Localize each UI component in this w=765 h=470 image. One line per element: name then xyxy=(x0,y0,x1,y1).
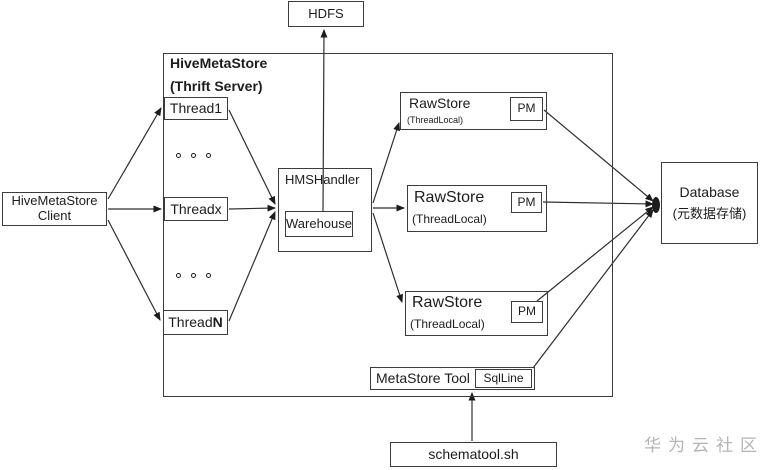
client-label: HiveMetaStore Client xyxy=(11,193,98,224)
rawstore2-node xyxy=(407,185,547,232)
ellipsis-dots-icon xyxy=(176,273,211,278)
hmshandler-label: HMSHandler xyxy=(285,172,360,187)
arrow-sqlline-to-database xyxy=(532,209,654,369)
sqlline-label: SqlLine xyxy=(483,370,524,385)
rawstore1-node xyxy=(400,92,547,130)
threadn-node: ThreadN xyxy=(163,310,228,335)
rawstore3-node xyxy=(405,291,548,336)
client-label-line2: Client xyxy=(37,208,72,223)
pm-label: PM xyxy=(517,194,536,209)
ellipsis-dots-icon xyxy=(176,153,211,158)
server-box-title-line2: (Thrift Server) xyxy=(170,78,263,94)
rawstore3-sublabel: (ThreadLocal) xyxy=(410,317,485,331)
warehouse-label: Warehouse xyxy=(286,215,352,231)
rawstore2-sublabel: (ThreadLocal) xyxy=(412,212,487,226)
thread1-node: Thread1 xyxy=(164,97,228,120)
rawstore1-title: RawStore xyxy=(409,95,471,111)
database-title: Database xyxy=(679,183,740,200)
pm-label: PM xyxy=(518,304,536,319)
schematool-node: schematool.sh xyxy=(390,442,557,467)
arrow-pm2-to-database xyxy=(542,200,654,208)
hdfs-label: HDFS xyxy=(308,5,344,21)
rawstore3-pm-node: PM xyxy=(511,301,543,323)
arrow-hmshandler-to-rawstore1 xyxy=(372,122,401,204)
rawstore1-pm-node: PM xyxy=(510,97,543,121)
arrow-threadn-to-hmshandler xyxy=(228,211,276,322)
database-convergence-dot xyxy=(652,197,660,213)
hmshandler-node xyxy=(278,168,372,252)
threadx-label: Threadx xyxy=(170,200,222,217)
database-node: Database (元数据存储) xyxy=(661,162,758,244)
metastore-tool-label: MetaStore Tool xyxy=(376,370,470,386)
threadn-label: ThreadN xyxy=(168,314,223,331)
arrow-hmshandler-to-rawstore3 xyxy=(372,212,404,303)
arrow-client-to-threadn xyxy=(107,219,161,321)
pm-label: PM xyxy=(517,101,536,116)
database-sublabel: (元数据存储) xyxy=(672,206,747,222)
client-label-line1: HiveMetaStore xyxy=(11,193,98,209)
rawstore2-pm-node: PM xyxy=(511,192,542,213)
server-box-title-line1: HiveMetaStore xyxy=(170,55,268,71)
hdfs-node: HDFS xyxy=(288,1,364,27)
warehouse-node: Warehouse xyxy=(285,211,353,237)
database-label: Database (元数据存储) xyxy=(673,184,747,222)
arrow-pm3-to-database xyxy=(536,206,654,302)
hivemetastore-server-box xyxy=(163,53,613,397)
rawstore2-title: RawStore xyxy=(414,189,485,206)
thread1-label: Thread1 xyxy=(169,100,223,117)
arrow-pm1-to-database xyxy=(543,109,654,202)
hivemetastore-client-node: HiveMetaStore Client xyxy=(2,192,107,226)
metastore-tool-node xyxy=(370,367,535,390)
arrow-threadx-to-hmshandler xyxy=(228,204,276,212)
threadx-node: Threadx xyxy=(164,197,228,221)
huawei-cloud-watermark: 华为云社区 xyxy=(644,436,764,455)
arrow-warehouse-to-hdfs xyxy=(320,29,328,212)
rawstore3-title: RawStore xyxy=(412,294,483,311)
rawstore1-sublabel: (ThreadLocal) xyxy=(407,115,464,125)
arrow-thread1-to-hmshandler xyxy=(228,109,276,205)
arrow-client-to-thread1 xyxy=(107,107,162,200)
schematool-label: schematool.sh xyxy=(428,446,519,463)
sqlline-node: SqlLine xyxy=(475,369,532,388)
